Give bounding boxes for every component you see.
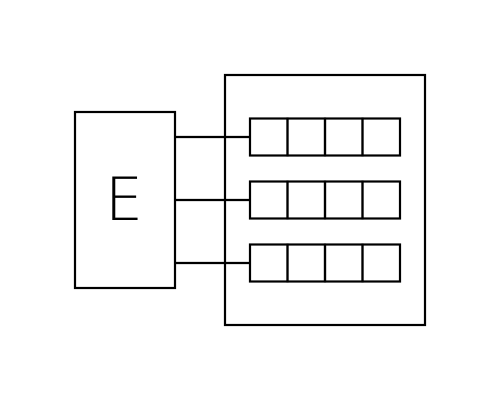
register-cell bbox=[361, 243, 402, 283]
register-cell bbox=[323, 243, 364, 283]
register-row-1 bbox=[248, 117, 402, 157]
connector-group bbox=[175, 135, 250, 265]
register-row-3 bbox=[248, 243, 402, 283]
register-cell bbox=[323, 180, 364, 220]
register-cell bbox=[248, 117, 289, 157]
register-cell bbox=[248, 243, 289, 283]
left-block-group: E bbox=[73, 110, 177, 290]
left-block-label: E bbox=[105, 165, 143, 235]
register-rows bbox=[248, 117, 402, 283]
register-cell bbox=[286, 117, 327, 157]
register-cell bbox=[361, 117, 402, 157]
register-cell bbox=[361, 180, 402, 220]
register-cell bbox=[286, 180, 327, 220]
register-cell bbox=[286, 243, 327, 283]
register-cell bbox=[323, 117, 364, 157]
register-row-2 bbox=[248, 180, 402, 220]
register-cell bbox=[248, 180, 289, 220]
